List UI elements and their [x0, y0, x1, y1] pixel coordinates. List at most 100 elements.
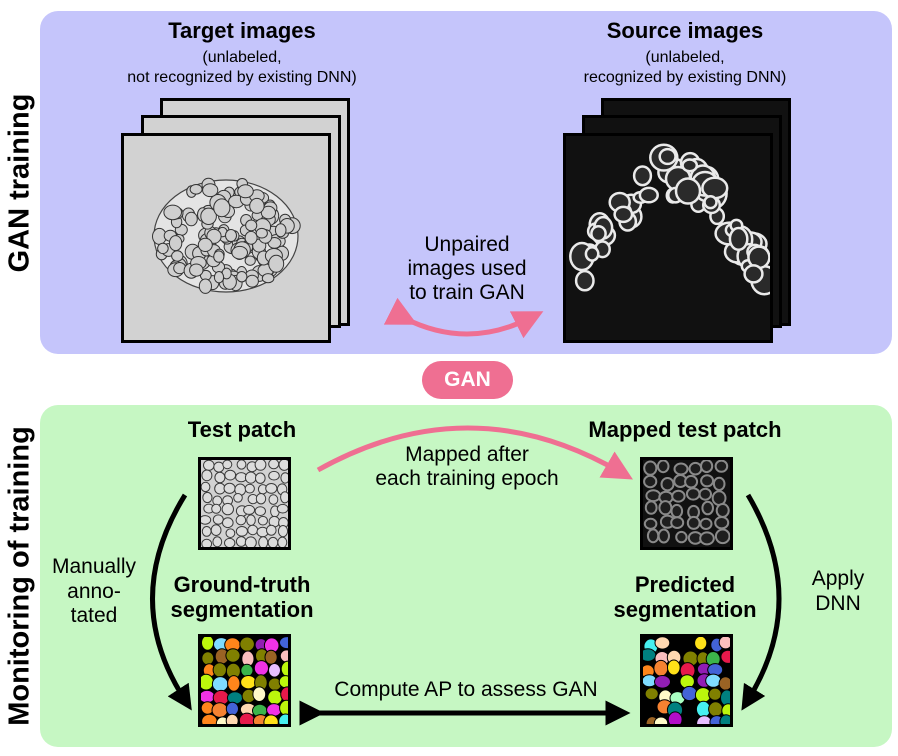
- cell-shape: [685, 487, 701, 501]
- cell-shape: [278, 460, 288, 471]
- cell-shape: [214, 471, 226, 484]
- cell-shape: [681, 685, 698, 702]
- source-images-title: Source images: [606, 18, 764, 43]
- cell-shape: [267, 689, 283, 706]
- cell-shape: [201, 713, 218, 724]
- cell-shape: [673, 462, 689, 476]
- cell-shape: [244, 483, 255, 494]
- predicted-line1: Predicted: [634, 572, 736, 597]
- cell-shape: [743, 264, 764, 284]
- test-patch-cells: [201, 460, 288, 547]
- cell-shape: [243, 504, 256, 515]
- cell-shape: [644, 687, 659, 701]
- target-images-sub1: (unlabeled,: [202, 49, 282, 66]
- cell-shape: [278, 675, 288, 689]
- cell-shape: [201, 481, 211, 493]
- cell-shape: [613, 205, 634, 224]
- cell-shape: [266, 524, 277, 536]
- cell-shape: [245, 219, 258, 232]
- predicted-segments: [643, 637, 730, 724]
- cell-shape: [200, 207, 217, 226]
- cell-shape: [236, 271, 248, 283]
- cell-shape: [660, 477, 675, 492]
- cell-shape: [258, 536, 269, 547]
- cell-shape: [235, 536, 247, 547]
- cell-shape: [171, 250, 184, 262]
- cell-shape: [237, 184, 254, 199]
- source-cells-picture: [569, 143, 770, 296]
- cell-shape: [254, 460, 267, 471]
- cell-shape: [197, 237, 213, 253]
- cell-shape: [667, 659, 681, 676]
- predicted-line2: segmentation: [613, 597, 757, 622]
- monitoring-label: Monitoring of training: [3, 426, 36, 726]
- cell-shape: [714, 460, 729, 473]
- mapped-after-line1: Mapped after: [405, 443, 529, 466]
- cell-shape: [712, 476, 726, 492]
- cell-shape: [255, 493, 267, 505]
- cell-shape: [252, 686, 267, 703]
- manually-line1: Manually: [51, 555, 137, 578]
- cell-shape: [261, 273, 275, 284]
- target-cells-picture: [152, 177, 301, 294]
- cell-shape: [646, 528, 660, 544]
- cell-shape: [255, 472, 266, 484]
- cell-shape: [670, 516, 685, 529]
- cell-shape: [203, 460, 215, 471]
- cell-shape: [268, 494, 279, 505]
- cell-shape: [675, 530, 688, 544]
- mapped-after-line2: each training epoch: [375, 467, 559, 490]
- apply-dnn-line1: Apply: [811, 567, 865, 590]
- cell-shape: [201, 526, 212, 537]
- cell-shape: [233, 493, 243, 503]
- cell-shape: [253, 660, 270, 677]
- cell-shape: [212, 514, 224, 525]
- cell-shape: [268, 254, 285, 273]
- cell-shape: [246, 514, 256, 527]
- cell-shape: [574, 269, 595, 292]
- ground-truth-segmentation-image: [198, 634, 291, 727]
- cell-shape: [643, 648, 657, 662]
- test-patch-title: Test patch: [187, 417, 297, 442]
- cell-shape: [201, 651, 215, 666]
- cell-shape: [163, 204, 183, 221]
- cell-shape: [701, 176, 729, 200]
- cell-shape: [644, 500, 658, 515]
- cell-shape: [681, 158, 699, 173]
- cell-shape: [694, 637, 708, 651]
- cell-shape: [705, 673, 722, 688]
- mapped-patch-cells: [643, 460, 730, 546]
- cell-shape: [245, 274, 259, 288]
- cell-shape: [257, 515, 269, 526]
- cell-shape: [653, 659, 669, 677]
- unpaired-line2: images used: [407, 257, 527, 280]
- cell-shape: [700, 474, 715, 488]
- cell-shape: [684, 474, 699, 489]
- cell-shape: [244, 230, 258, 245]
- cell-shape: [238, 712, 255, 724]
- source-images-sub1: (unlabeled,: [645, 49, 725, 66]
- cell-shape: [268, 470, 280, 481]
- cell-shape: [699, 517, 713, 531]
- cell-shape: [700, 460, 714, 474]
- unpaired-line3: to train GAN: [409, 281, 525, 304]
- cell-shape: [213, 198, 231, 218]
- mapped-test-patch-title: Mapped test patch: [588, 417, 782, 442]
- cell-shape: [266, 703, 282, 717]
- source-images-sub2: recognized by existing DNN): [583, 69, 787, 86]
- cell-shape: [222, 517, 234, 529]
- cell-shape: [227, 675, 241, 692]
- cell-shape: [714, 528, 730, 545]
- cell-shape: [213, 271, 225, 284]
- cell-shape: [701, 500, 714, 516]
- cell-shape: [670, 503, 684, 519]
- gan-badge: GAN: [422, 361, 513, 399]
- manually-line3: tated: [70, 604, 118, 627]
- predicted-segmentation-image: [640, 634, 733, 727]
- manually-line2: anno-: [67, 580, 121, 603]
- cell-shape: [211, 503, 222, 514]
- cell-shape: [280, 660, 288, 678]
- cell-shape: [279, 649, 288, 663]
- cell-shape: [260, 205, 276, 220]
- cell-shape: [224, 537, 236, 547]
